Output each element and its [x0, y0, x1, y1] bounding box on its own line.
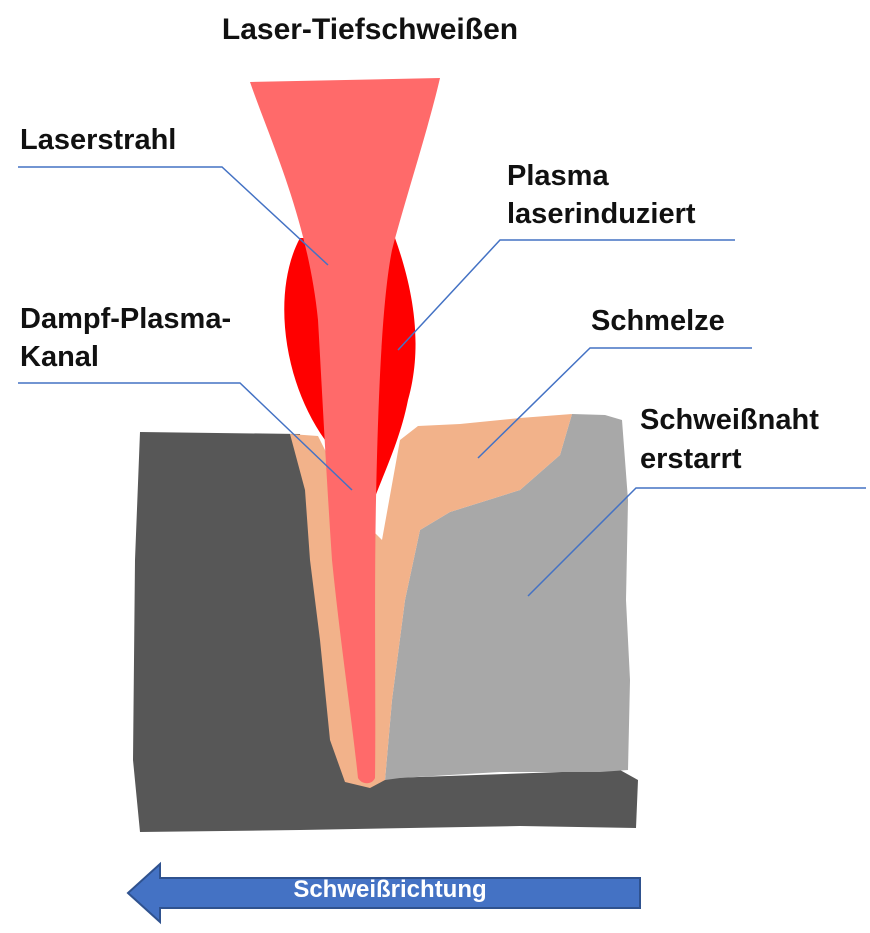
leader-kanal	[18, 382, 353, 491]
label-plasma-line1: Plasma	[507, 160, 609, 192]
solidified-seam	[385, 414, 630, 780]
label-plasma-line2: laserinduziert	[507, 198, 696, 230]
label-kanal-line2: Kanal	[20, 341, 99, 373]
leader-schweissnaht	[527, 487, 866, 597]
leader-laserstrahl	[18, 166, 329, 266]
welding-direction-arrow	[126, 861, 641, 925]
label-schweissnaht-line2: erstarrt	[640, 443, 742, 475]
label-schmelze: Schmelze	[591, 305, 725, 337]
leader-lines	[18, 166, 866, 597]
leader-plasma	[397, 239, 735, 351]
direction-label: Schweißrichtung	[293, 876, 487, 903]
label-schweissnaht-line1: Schweißnaht	[640, 404, 819, 436]
diagram-title: Laser-Tiefschweißen	[221, 13, 519, 46]
leader-schmelze	[477, 347, 752, 459]
base-metal-block	[133, 432, 638, 832]
laser-beam	[250, 78, 440, 784]
label-kanal-line1: Dampf-Plasma-	[20, 303, 232, 335]
label-laserstrahl: Laserstrahl	[20, 124, 177, 156]
